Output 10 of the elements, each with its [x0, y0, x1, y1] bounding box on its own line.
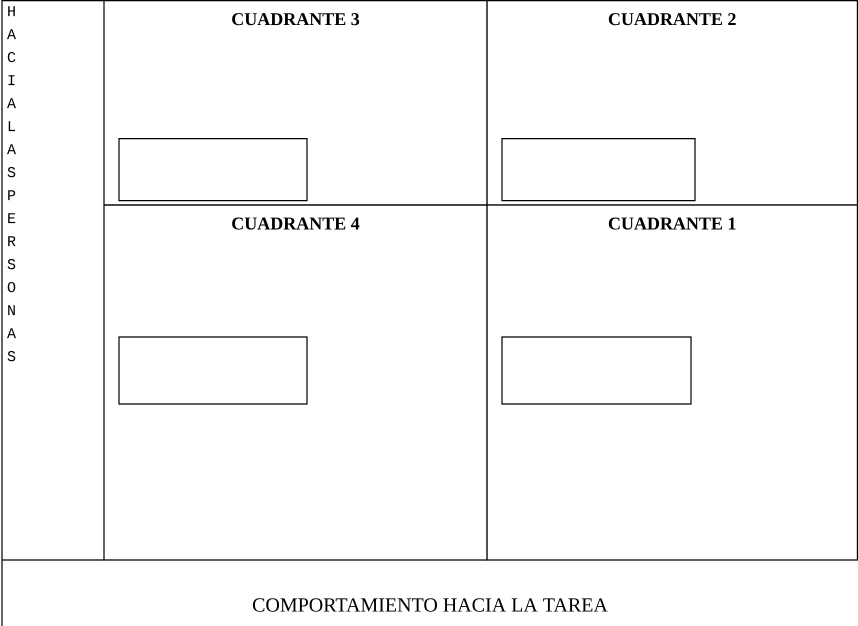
empty-box: [501, 336, 692, 405]
empty-box: [118, 138, 308, 202]
quadrant-cell: CUADRANTE 3: [103, 0, 488, 206]
quadrant-cell: CUADRANTE 1: [486, 204, 858, 561]
axis-label: HACIA LAS PERSONAS: [7, 6, 16, 362]
axis-label: COMPORTAMIENTO HACIA LA TAREA: [252, 598, 608, 612]
quadrant-cell: CUADRANTE 4: [103, 204, 488, 561]
empty-box: [501, 138, 696, 202]
empty-box: [118, 336, 308, 405]
quadrant-cell: CUADRANTE 2: [486, 0, 858, 206]
